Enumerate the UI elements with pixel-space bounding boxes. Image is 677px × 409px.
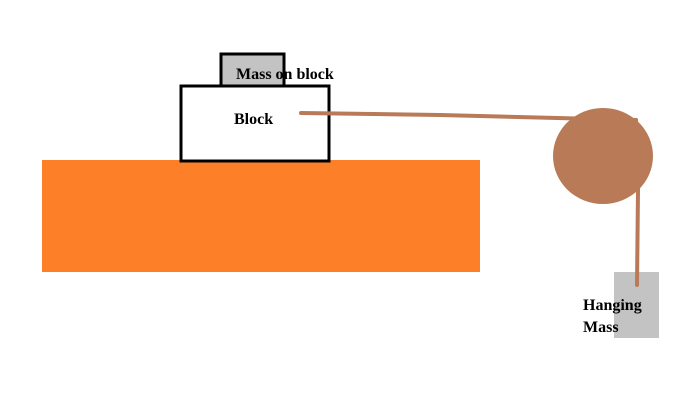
label-block: Block <box>234 111 273 128</box>
pulley-wheel <box>553 108 653 204</box>
label-mass-on-block: Mass on block <box>236 66 334 83</box>
rope-vertical <box>634 118 640 287</box>
rope-horizontal <box>299 111 638 122</box>
label-hanging-mass-line1: Hanging <box>583 297 642 314</box>
block <box>179 84 331 163</box>
table-surface <box>42 160 480 272</box>
label-hanging-mass-line2: Mass <box>583 319 619 336</box>
